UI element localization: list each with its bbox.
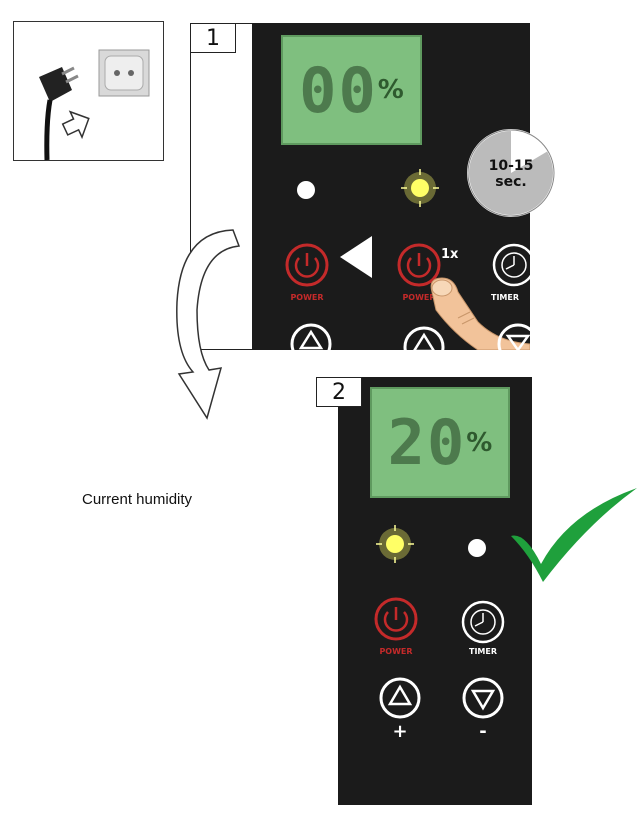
down-arrow-icon[interactable]: [496, 322, 530, 350]
step1-display: 00 %: [281, 35, 422, 145]
up-arrow-icon[interactable]: [378, 676, 422, 720]
timer-badge-icon: [467, 129, 555, 217]
plus-label: +: [392, 721, 408, 742]
curved-arrow-icon: [176, 229, 241, 420]
step2-display-value: 20: [387, 406, 467, 479]
timer-label: TIMER: [468, 647, 498, 656]
step1-frame: [190, 23, 252, 350]
step1-display-value: 00: [299, 53, 378, 127]
timer-icon[interactable]: [492, 243, 530, 287]
up-arrow-icon[interactable]: [289, 322, 333, 350]
timer-label: TIMER: [490, 293, 520, 302]
step1-number: 1: [190, 23, 236, 53]
plug-socket-illustration: [13, 21, 164, 161]
current-humidity-caption: Current humidity: [82, 491, 193, 508]
power-label: POWER: [402, 293, 436, 302]
step2-number-text: 2: [332, 379, 346, 405]
step2-display: 20 %: [370, 387, 510, 498]
power-label: POWER: [290, 293, 324, 302]
plug-socket-icon: [39, 49, 150, 161]
up-arrow-icon[interactable]: [402, 325, 446, 350]
check-mark-icon: [511, 488, 637, 582]
indicator-light-icon: [376, 525, 414, 563]
timer-icon[interactable]: [461, 600, 505, 644]
power-icon[interactable]: [396, 242, 442, 288]
power-label: POWER: [379, 647, 413, 656]
press-count: 1x: [441, 247, 459, 262]
indicator-light-icon: [297, 181, 315, 199]
power-icon[interactable]: [284, 242, 330, 288]
indicator-light-icon: [468, 539, 486, 557]
timer-badge-text: 10-15 sec.: [488, 158, 534, 190]
step1-display-unit: %: [377, 75, 404, 105]
step2-display-unit: %: [466, 427, 493, 458]
down-arrow-icon[interactable]: [461, 676, 505, 720]
pointer-triangle-icon: [340, 236, 372, 278]
minus-label: -: [479, 721, 487, 742]
indicator-light-icon: [401, 169, 439, 207]
finger-press-icon: [430, 277, 530, 350]
step2-number-overlay: 2: [316, 377, 362, 407]
power-icon[interactable]: [373, 596, 419, 642]
